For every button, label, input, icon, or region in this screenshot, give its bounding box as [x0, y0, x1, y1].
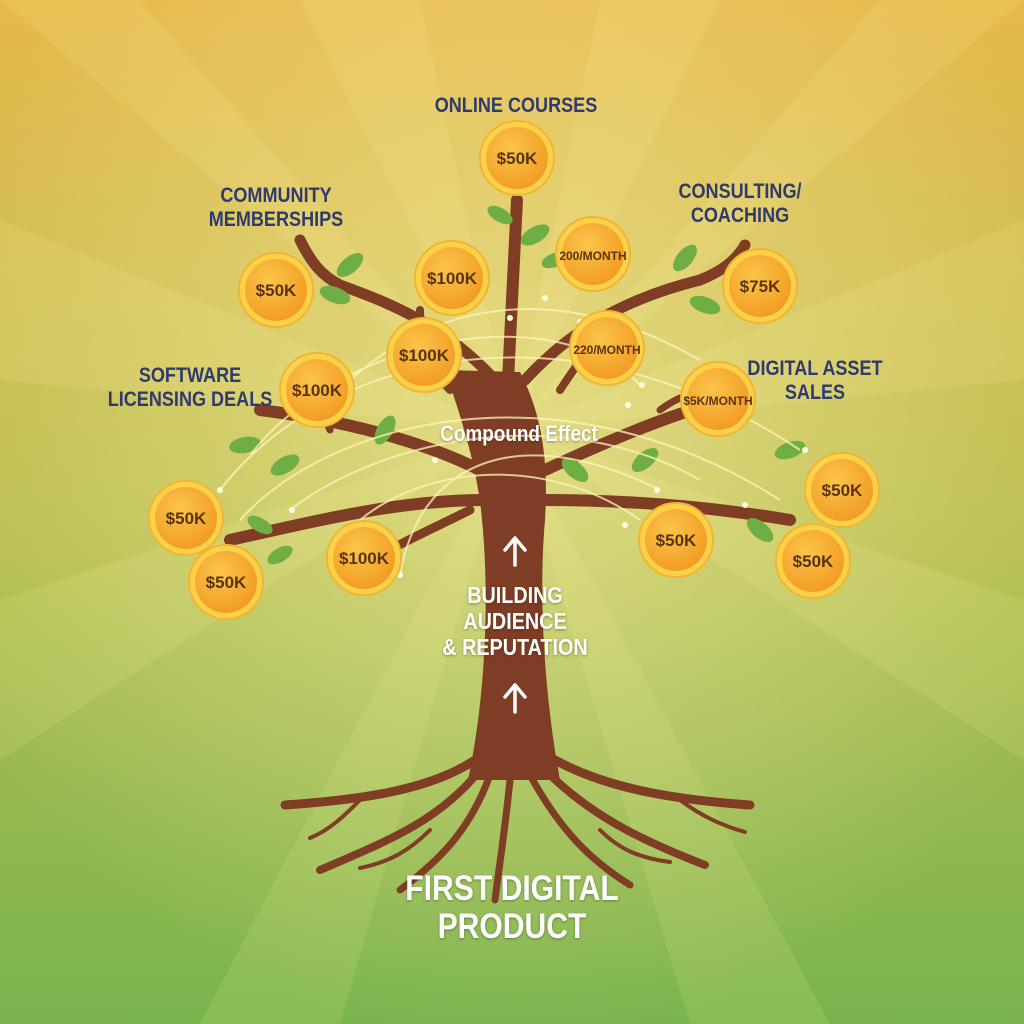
coin-value: $100K	[399, 346, 450, 365]
coin: $75K	[722, 248, 798, 324]
label-community-memberships: COMMUNITY MEMBERSHIPS	[208, 184, 344, 231]
coin: 200/MONTH	[555, 216, 631, 292]
coin: $100K	[414, 240, 490, 316]
coin: 220/MONTH	[569, 310, 645, 386]
coins-layer: $50K $50K $100K 200/MONTH $75K $100K 220/MONTH…	[148, 120, 880, 620]
coin-value: $100K	[427, 269, 478, 288]
coin-value: $100K	[339, 549, 390, 568]
label-consulting-coaching: CONSULTING/ COACHING	[678, 180, 802, 227]
coin: $50K	[148, 480, 224, 556]
coin-value: 200/MONTH	[559, 249, 626, 263]
coin-value: $100K	[292, 381, 343, 400]
coin: $50K	[479, 120, 555, 196]
label-digital-asset-sales: DIGITAL ASSET SALES	[747, 357, 883, 404]
label-building-audience: BUILDING AUDIENCE & REPUTATION	[442, 582, 588, 660]
coin-value: $50K	[793, 552, 834, 571]
tree-trunk	[445, 370, 560, 780]
coin: $50K	[188, 544, 264, 620]
coin-value: $50K	[656, 531, 697, 550]
coin-value: $50K	[497, 149, 538, 168]
coin-value: 220/MONTH	[573, 343, 640, 357]
coin: $50K	[638, 502, 714, 578]
coin: $100K	[279, 352, 355, 428]
coin: $100K	[326, 520, 402, 596]
coin-value: $50K	[166, 509, 207, 528]
coin: $5K/MONTH	[680, 361, 756, 437]
label-first-product: FIRST DIGITAL PRODUCT	[405, 869, 619, 946]
label-compound-effect: Compound Effect	[440, 421, 598, 446]
up-arrow	[503, 683, 527, 714]
label-online-courses: ONLINE COURSES	[434, 94, 598, 117]
coin-value: $75K	[740, 277, 781, 296]
coin-value: $50K	[822, 481, 863, 500]
coin: $100K	[386, 317, 462, 393]
coin-value: $50K	[256, 281, 297, 300]
coin-value: $50K	[206, 573, 247, 592]
tree-roots	[280, 755, 755, 904]
coin-value: $5K/MONTH	[683, 394, 752, 408]
coin: $50K	[775, 523, 851, 599]
label-software-licensing: SOFTWARE LICENSING DEALS	[107, 364, 273, 411]
coin: $50K	[804, 452, 880, 528]
up-arrow	[503, 536, 527, 567]
coin: $50K	[238, 252, 314, 328]
